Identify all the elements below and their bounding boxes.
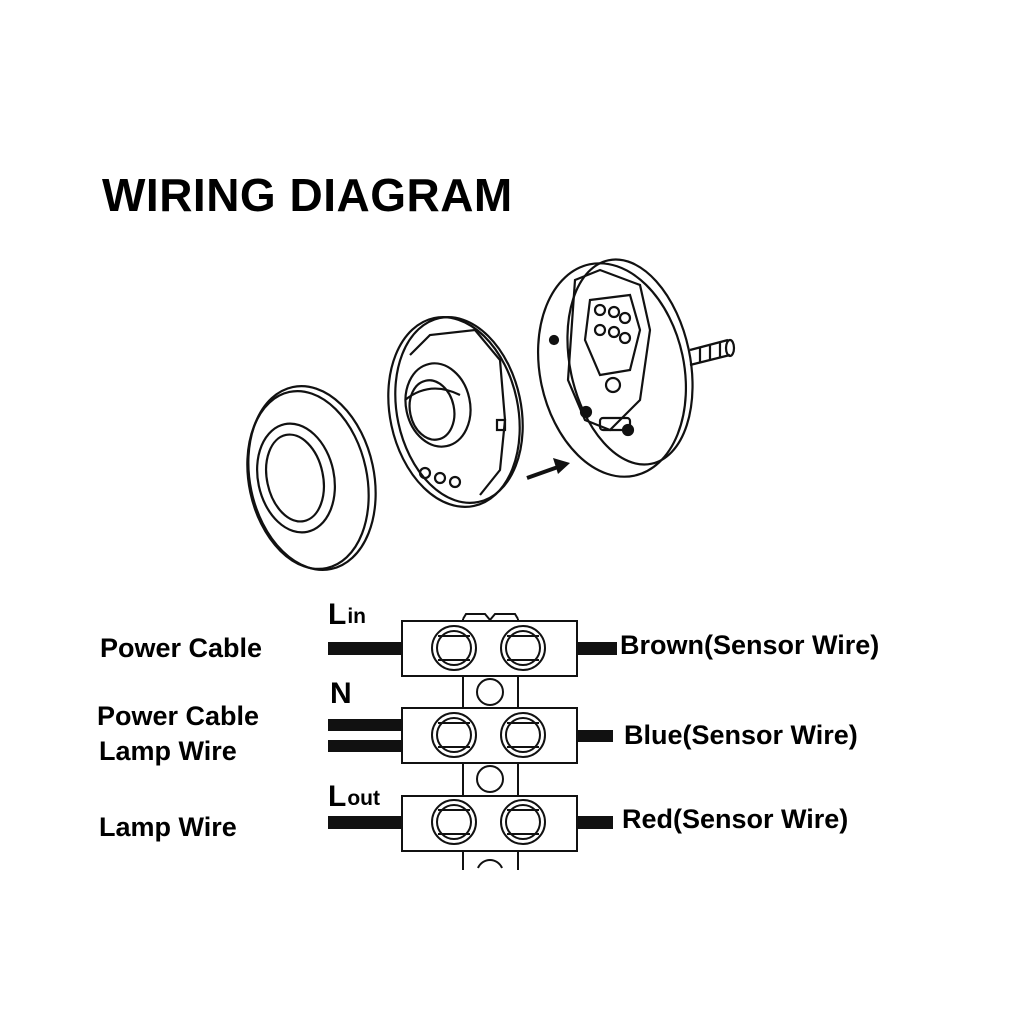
screw-icon (500, 625, 546, 671)
terminal-label-lin: Lin (328, 598, 366, 631)
right-label-red: Red(Sensor Wire) (622, 804, 849, 834)
brown-sensor-wire (577, 642, 617, 655)
blue-sensor-wire (577, 730, 613, 742)
left-label-lamp-wire-n: Lamp Wire (99, 736, 237, 766)
cover-plate (246, 385, 377, 571)
lamp-neutral-wire (328, 740, 402, 752)
left-label-power-cable-n: Power Cable (97, 701, 260, 731)
terminal-label-n: N (330, 677, 352, 710)
screw-icon (431, 799, 477, 845)
screw-icon (431, 712, 477, 758)
right-label-brown: Brown(Sensor Wire) (620, 630, 880, 660)
left-label-power-cable: Power Cable (100, 633, 263, 663)
lamp-wire (328, 816, 402, 829)
base-housing (536, 258, 736, 478)
screw-icon (431, 625, 477, 671)
power-cable-wire (328, 642, 402, 655)
assembly-arrow-icon (526, 458, 570, 480)
right-label-blue: Blue(Sensor Wire) (624, 720, 858, 750)
red-sensor-wire (577, 816, 613, 829)
power-cable-neutral-wire (328, 719, 402, 731)
terminal-row-lout (328, 795, 613, 852)
terminal-row-n (328, 707, 613, 764)
diagram-title: WIRING DIAGRAM (102, 169, 513, 221)
terminal-label-lout: Lout (328, 780, 380, 813)
screw-icon (500, 799, 546, 845)
sensor-module (387, 316, 524, 508)
screw-icon (500, 712, 546, 758)
left-label-lamp-wire: Lamp Wire (99, 812, 237, 842)
terminal-row-lin (328, 620, 617, 677)
